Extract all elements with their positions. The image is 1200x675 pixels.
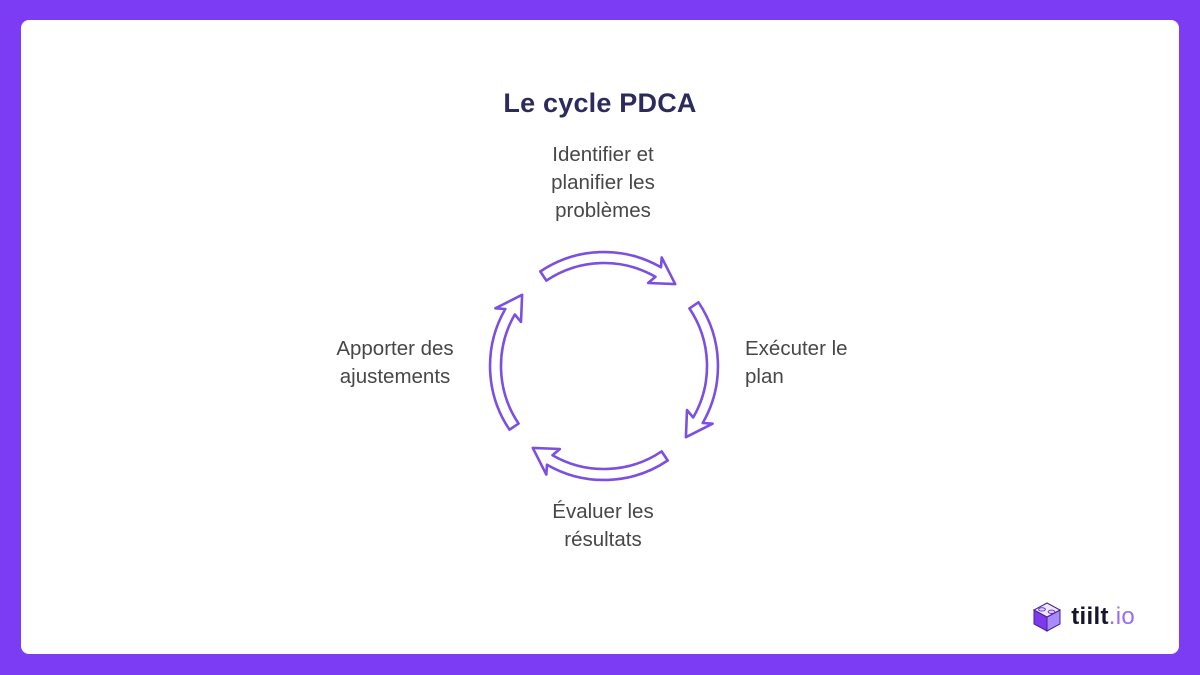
brand-name-suffix: .io	[1108, 602, 1135, 630]
brand-name: tiilt.io	[1071, 603, 1135, 631]
pdca-cycle-arrows	[488, 250, 720, 482]
page-title: Le cycle PDCA	[503, 88, 697, 119]
brick-logo-icon	[1033, 602, 1062, 632]
cycle-arrow-right	[684, 301, 720, 439]
cycle-arrow-left	[488, 293, 524, 431]
slide-canvas: Le cycle PDCA Identifier et planifier le…	[21, 20, 1179, 654]
cycle-arrow-bottom	[531, 446, 669, 482]
step-label-act: Apporter des ajustements	[336, 337, 454, 388]
cycle-arrow-top	[539, 250, 677, 286]
brand-name-main: tiilt	[1071, 602, 1109, 630]
step-label-plan: Identifier et planifier les problèmes	[551, 143, 655, 222]
brand-logo: tiilt.io	[1030, 600, 1135, 633]
step-label-check: Évaluer les résultats	[552, 500, 654, 551]
step-label-do: Exécuter le plan	[745, 337, 848, 388]
